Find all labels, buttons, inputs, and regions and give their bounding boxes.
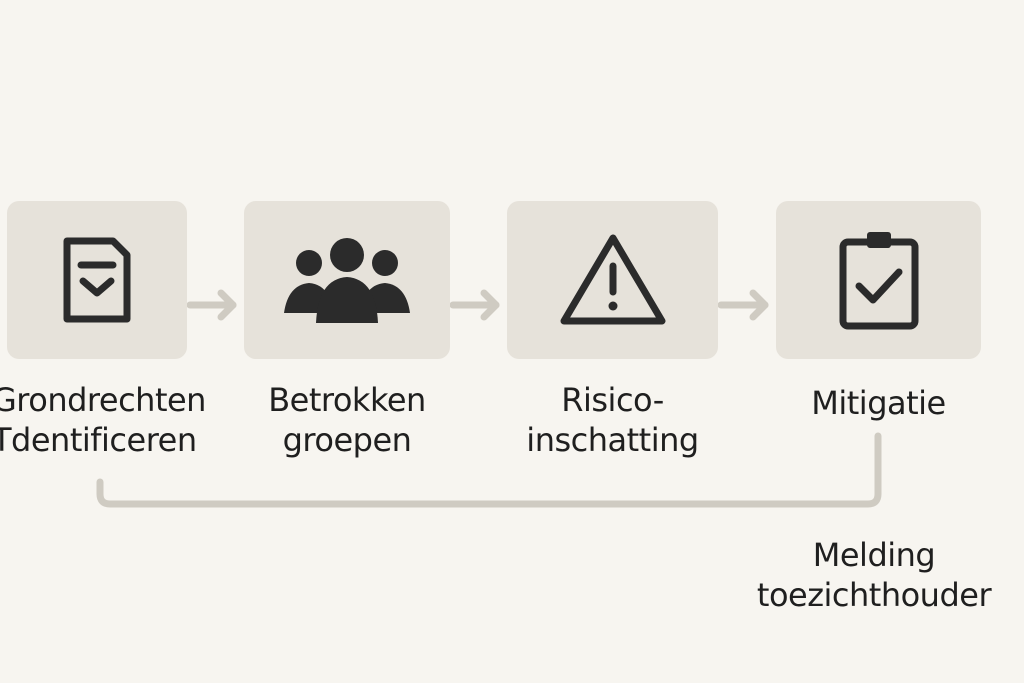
step-label-line: Mitigatie <box>811 384 946 422</box>
arrow-2-to-3 <box>449 289 500 321</box>
step-label-line: Tdentificeren <box>0 421 197 459</box>
document-check-icon <box>63 237 131 323</box>
step-label-betrokken-groepen: Betrokken groepen <box>244 380 450 460</box>
step-card-mitigatie <box>776 201 981 359</box>
step-label-risico-inschatting: Risico- inschatting <box>507 380 718 460</box>
step-label-line: Grondrechten <box>0 381 206 419</box>
step-label-grondrechten: Grondrechten Tdentificeren <box>0 380 206 460</box>
arrow-1-to-2 <box>186 289 237 321</box>
step-label-line: Betrokken <box>268 381 426 419</box>
warning-triangle-icon <box>560 234 665 325</box>
step-label-line: groepen <box>282 421 412 459</box>
step-card-risico-inschatting <box>507 201 718 359</box>
step-label-line: inschatting <box>526 421 699 459</box>
step-card-betrokken-groepen <box>244 201 450 359</box>
feedback-loop-line <box>96 432 882 508</box>
people-group-icon <box>284 238 410 323</box>
feedback-label-line: Melding <box>812 536 936 574</box>
step-card-grondrechten <box>7 201 187 359</box>
clipboard-check-icon <box>839 232 918 330</box>
step-label-mitigatie: Mitigatie <box>776 383 981 423</box>
step-label-line: Risico- <box>561 381 664 419</box>
feedback-label-line: toezichthouder <box>756 576 992 614</box>
arrow-3-to-4 <box>717 289 769 321</box>
feedback-label-melding-toezichthouder: Melding toezichthouder <box>748 535 1000 615</box>
